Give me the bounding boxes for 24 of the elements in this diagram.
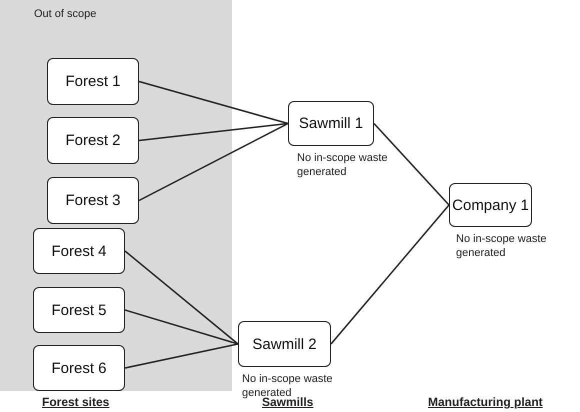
column-heading: Manufacturing plant	[428, 395, 543, 409]
connector-line	[330, 204, 450, 344]
connector-line	[138, 122, 288, 202]
node-caption: No in-scope waste generated	[456, 232, 548, 260]
process-box: Company 1	[449, 183, 532, 227]
process-box: Forest 4	[33, 228, 125, 274]
process-box: Sawmill 1	[288, 101, 374, 146]
connector-line	[124, 343, 238, 369]
connector-line	[373, 123, 450, 206]
scope-band	[0, 0, 232, 391]
connector-line	[138, 122, 288, 142]
band-heading: Out of scope	[34, 8, 96, 20]
process-box: Forest 5	[33, 287, 125, 333]
process-box: Forest 1	[47, 58, 139, 105]
connector-line	[124, 250, 238, 345]
process-box: Forest 6	[33, 345, 125, 391]
process-box: Sawmill 2	[238, 321, 331, 367]
column-heading: Sawmills	[262, 395, 314, 409]
process-box: Forest 3	[47, 177, 139, 224]
column-heading: Forest sites	[42, 395, 110, 409]
node-caption: No in-scope waste generated	[297, 151, 388, 179]
connector-line	[124, 309, 238, 345]
process-box: Forest 2	[47, 117, 139, 164]
connector-line	[138, 80, 288, 124]
